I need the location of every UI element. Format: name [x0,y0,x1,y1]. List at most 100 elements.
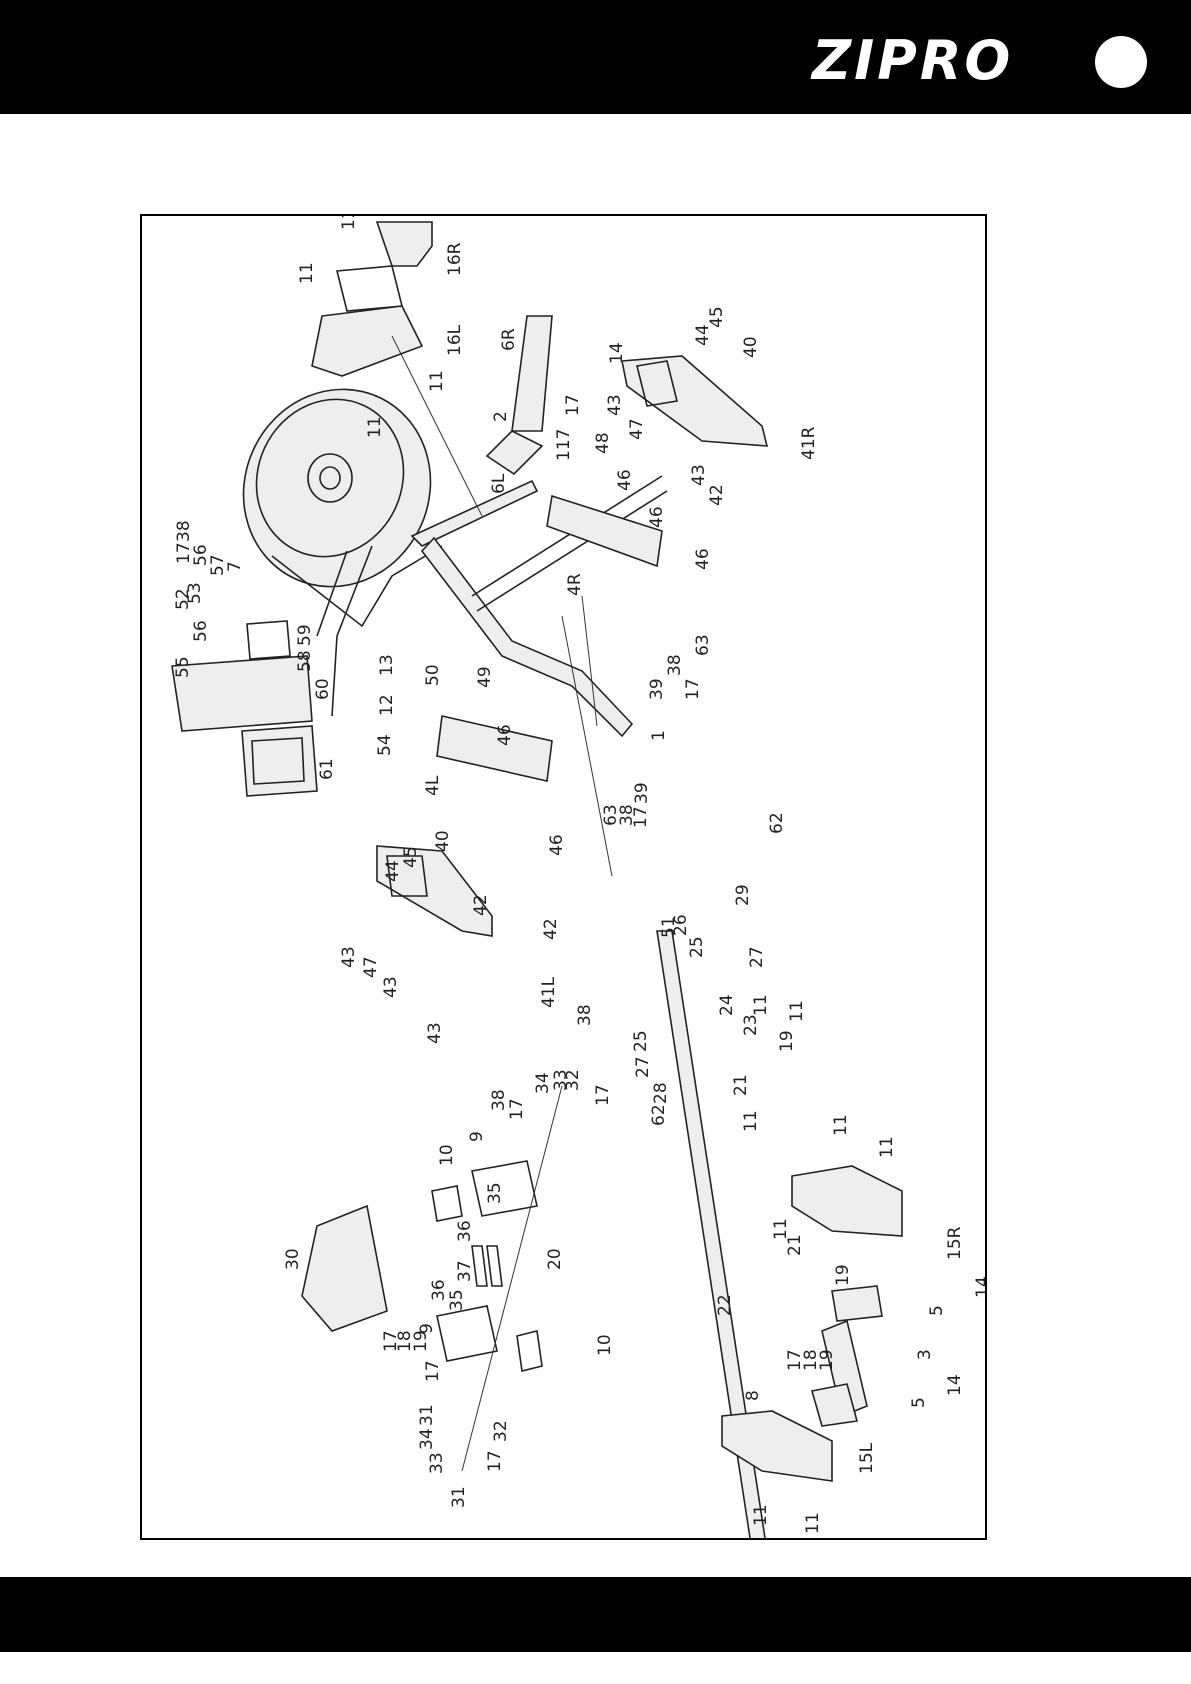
part-label: 45 [401,846,421,868]
part-label: 40 [433,830,453,852]
part-label: 32 [491,1420,511,1442]
part-label: 8 [743,1390,763,1401]
part-label: 17 [631,806,651,828]
part-label: 45 [707,306,727,328]
part-label: 31 [449,1486,469,1508]
part-label: 55 [173,656,193,678]
footer-bar [0,1577,1191,1652]
part-label: 9 [467,1131,487,1142]
part-label: 52 [173,588,193,610]
part-label: 14 [607,342,627,364]
part-label: 14 [945,1374,965,1396]
part-label: 62 [649,1104,669,1126]
part-label: 39 [647,678,667,700]
part-label: 56 [191,620,211,642]
part-label: 33 [427,1452,447,1474]
part-label: 4L [423,775,443,796]
part-label: 24 [717,994,737,1016]
part-label: 43 [381,976,401,998]
part-label: 42 [707,484,727,506]
part-label: 17 [563,394,583,416]
part-label: 10 [437,1144,457,1166]
part-label: 17 [485,1450,505,1472]
part-label: 38 [617,804,637,826]
part-label: 11 [803,1512,823,1534]
part-label: 38 [575,1004,595,1026]
part-label: 47 [361,956,381,978]
part-label: 10 [595,1334,615,1356]
brand-logo: ZIPRO [812,29,1014,92]
part-label: 46 [647,506,667,528]
part-label: 37 [455,1260,475,1282]
part-label: 62 [767,812,787,834]
part-label: 6L [489,473,509,494]
exploded-parts-diagram: 11 16R 11 16L 11 11 6R 14 2 17 117 48 6L… [140,214,987,1540]
part-label: 43 [425,1022,445,1044]
part-label: 27 [633,1056,653,1078]
part-label: 19 [833,1264,853,1286]
part-label: 5 [927,1305,947,1316]
part-label: 17 [423,1360,443,1382]
part-label: 5 [909,1397,929,1408]
part-label: 19 [411,1330,431,1352]
part-label: 35 [485,1182,505,1204]
part-label: 29 [733,884,753,906]
part-label: 54 [375,734,395,756]
part-label: 16R [445,242,465,276]
part-label: 43 [605,394,625,416]
part-label: 11 [427,370,447,392]
part-label: 21 [785,1234,805,1256]
part-label: 17 [683,678,703,700]
part-label: 26 [671,914,691,936]
part-label: 46 [693,548,713,570]
part-label: 60 [313,678,333,700]
part-label: 16L [445,324,465,356]
part-label: 25 [631,1030,651,1052]
part-label: 11 [365,416,385,438]
part-label: 13 [377,654,397,676]
part-label: 18 [801,1349,821,1371]
part-label: 31 [417,1404,437,1426]
part-label: 17 [381,1330,401,1352]
part-label: 58 [295,650,315,672]
part-label: 44 [383,860,403,882]
part-label: 11 [787,1000,807,1022]
part-label: 63 [601,804,621,826]
part-label: 36 [429,1279,449,1301]
part-label: 48 [593,432,613,454]
part-label: 15R [945,1226,965,1260]
parts-drawing [171,221,903,1538]
part-label: 28 [651,1082,671,1104]
part-label: 59 [295,624,315,646]
part-label: 7 [225,561,245,572]
part-label: 17 [785,1349,805,1371]
part-label: 11 [741,1110,761,1132]
part-labels: 11 16R 11 16L 11 11 6R 14 2 17 117 48 6L… [173,216,987,1534]
part-label: 11 [297,262,317,284]
part-label: 14 [973,1276,987,1298]
part-label: 11 [339,216,359,230]
part-label: 19 [817,1349,837,1371]
part-label: 39 [632,782,652,804]
part-label: 51 [659,916,679,938]
part-label: 41L [539,976,559,1008]
part-label: 42 [471,894,491,916]
part-label: 43 [689,464,709,486]
part-label: 17 [593,1084,613,1106]
part-label: 32 [563,1069,583,1091]
brand-dot-icon [1095,36,1147,88]
part-label: 61 [317,758,337,780]
part-label: 42 [541,918,561,940]
part-label: 46 [615,469,635,491]
diagram-canvas: 11 16R 11 16L 11 11 6R 14 2 17 117 48 6L… [171,216,987,1538]
part-label: 17 [174,542,194,564]
part-label: 15L [857,1442,877,1474]
part-label: 46 [495,724,515,746]
part-label: 117 [554,429,574,461]
part-label: 38 [665,654,685,676]
part-label: 63 [693,634,713,656]
part-label: 33 [551,1069,571,1091]
part-label: 11 [771,1218,791,1240]
part-label: 21 [731,1074,751,1096]
part-label: 19 [777,1030,797,1052]
